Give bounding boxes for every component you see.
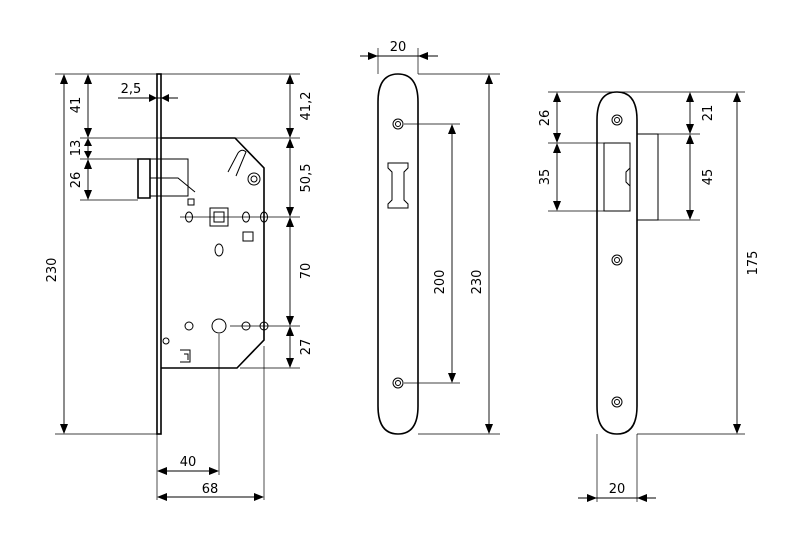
dim-top-offset-right: 41,2 [299, 92, 314, 121]
strike-plate-outline [596, 91, 638, 435]
latch-tail [150, 177, 196, 193]
lever-pivot-inner [250, 175, 258, 183]
lever-pivot [247, 172, 261, 186]
strike-notch [625, 167, 631, 187]
dim-backset: 40 [180, 455, 197, 470]
dim-latch-height: 26 [69, 172, 84, 189]
latch-bolt-inner [150, 158, 189, 197]
dim-top-offset-left: 41 [69, 97, 84, 114]
lock-body-view: 230 41 13 26 2,5 41,2 50,5 70 27 40 68 [45, 73, 314, 501]
dim-hub-to-key: 70 [299, 263, 314, 280]
faceplate-hole-top-inner [395, 121, 401, 127]
latch-bolt [137, 158, 151, 199]
strike-hole-mid-inner [614, 257, 620, 263]
strike-hole-top-inner [614, 117, 620, 123]
faceplate-hole-bottom-inner [395, 380, 401, 386]
strike-hole-top [611, 114, 623, 126]
center-slot [214, 243, 224, 257]
dim-hole-spacing: 200 [433, 270, 448, 295]
lock-case-outline [161, 137, 265, 369]
strike-plate-view: 26 35 21 45 175 20 [538, 91, 761, 502]
indicator-square [242, 231, 254, 242]
strike-hole-bottom-inner [614, 399, 620, 405]
dim-backset-to-hub: 50,5 [299, 164, 314, 193]
dim-latch-offset: 13 [69, 140, 84, 157]
strike-hole-mid [611, 254, 623, 266]
dim-total-height: 230 [45, 258, 60, 283]
latch-pin [187, 198, 195, 206]
strike-opening [603, 142, 631, 212]
dim-key-to-bottom: 27 [299, 339, 314, 356]
lever-slot [227, 149, 247, 177]
dim-strike-height: 175 [746, 251, 761, 276]
faceplate-outline [377, 73, 419, 435]
key-hole [211, 318, 227, 334]
dim-strike-opening: 35 [538, 169, 553, 186]
strike-hole-bottom [611, 396, 623, 408]
screw-hole-bottom-left [184, 321, 194, 331]
dim-faceplate-offset: 2,5 [121, 82, 142, 97]
faceplate-hole-top [392, 118, 404, 130]
dim-faceplate-height: 230 [470, 270, 485, 295]
faceplate-hole-bottom [392, 377, 404, 389]
dim-strike-top-offset: 26 [538, 110, 553, 127]
dim-strike-width: 20 [609, 482, 626, 497]
dim-faceplate-width: 20 [390, 40, 407, 55]
dim-depth: 68 [202, 482, 219, 497]
dim-strike-box-height: 45 [701, 169, 716, 186]
strike-box [637, 133, 659, 221]
faceplate-view: 20 200 230 [360, 40, 500, 435]
lock-faceplate-strip [156, 73, 162, 435]
maker-mark [180, 349, 191, 363]
small-dot [162, 337, 170, 345]
faceplate-latch-slot [387, 162, 409, 209]
dim-strike-top-offset-right: 21 [701, 105, 716, 122]
